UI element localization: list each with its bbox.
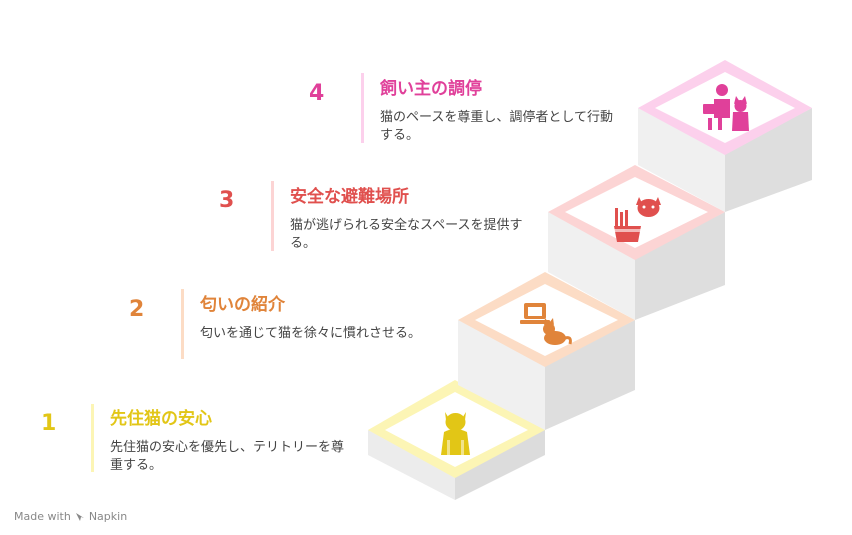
step-1-number: 1 xyxy=(41,411,57,436)
step-3-title: 安全な避難場所 xyxy=(290,187,409,207)
person-with-cat-icon xyxy=(703,84,749,131)
step-4-number: 4 xyxy=(309,81,325,106)
step-1-divider xyxy=(91,404,94,472)
step-1-title: 先住猫の安心 xyxy=(110,409,212,429)
step-3-block xyxy=(548,165,725,320)
step-4-title: 飼い主の調停 xyxy=(380,79,482,99)
step-4-description: 猫のペースを尊重し、調停者として行動する。 xyxy=(380,110,613,143)
footer-prefix: Made with xyxy=(14,510,71,523)
cat-laptop-icon xyxy=(520,303,572,345)
step-2-number: 2 xyxy=(129,297,145,322)
step-2-divider xyxy=(181,289,184,359)
step-2-description: 匂いを通じて猫を徐々に慣れさせる。 xyxy=(200,326,422,341)
sitting-cat-icon xyxy=(441,412,470,455)
step-4-divider xyxy=(361,73,364,143)
napkin-logo-icon xyxy=(75,512,84,521)
step-3-divider xyxy=(271,181,274,251)
step-3-description: 猫が逃げられる安全なスペースを提供する。 xyxy=(290,218,523,251)
step-1-description: 先住猫の安心を優先し、テリトリーを尊重する。 xyxy=(110,440,345,473)
cat-basket-icon xyxy=(614,197,661,242)
step-2-block xyxy=(458,272,635,430)
footer-credit[interactable]: Made with Napkin xyxy=(14,510,127,523)
step-2-title: 匂いの紹介 xyxy=(200,295,285,315)
step-3-number: 3 xyxy=(219,188,235,213)
footer-brand: Napkin xyxy=(88,510,128,523)
